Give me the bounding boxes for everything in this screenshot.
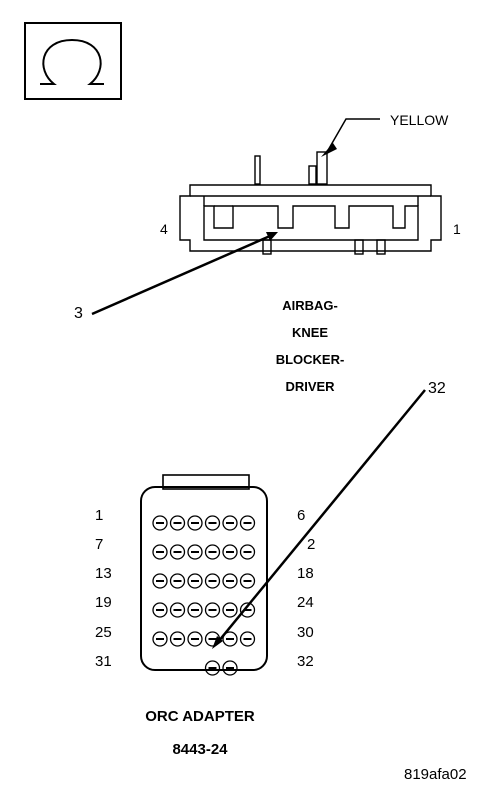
adapter-right-label-4: 24 <box>297 594 314 611</box>
adapter-pin <box>239 544 256 560</box>
adapter-part-number: 8443-24 <box>172 741 228 758</box>
adapter-pin <box>222 602 238 618</box>
airbag-connector-drawing <box>179 151 442 255</box>
adapter-pin <box>222 660 238 676</box>
callout-3-leader <box>91 232 278 316</box>
adapter-pin <box>187 515 203 531</box>
connector-name-line-1: AIRBAG- <box>282 298 338 313</box>
figure-id: 819afa02 <box>404 766 467 783</box>
callout-32-leader <box>212 389 426 649</box>
ohm-icon <box>24 22 122 100</box>
adapter-pin <box>239 602 256 618</box>
adapter-pin <box>187 631 203 647</box>
adapter-pin <box>152 602 168 618</box>
adapter-name: ORC ADAPTER <box>145 708 255 725</box>
connector-pin-right-label: 1 <box>453 221 461 237</box>
connector-name-line-3: BLOCKER- <box>275 352 345 367</box>
adapter-pin <box>204 544 221 560</box>
adapter-pin <box>169 631 186 647</box>
adapter-right-label-2: 2 <box>307 536 316 553</box>
orc-adapter-drawing <box>140 474 268 676</box>
adapter-pin <box>152 515 168 531</box>
adapter-pin <box>169 515 186 531</box>
adapter-pin <box>204 660 221 676</box>
adapter-pin-grid <box>152 515 256 676</box>
adapter-pin <box>187 573 203 589</box>
adapter-left-label-6: 31 <box>95 653 112 670</box>
adapter-pin <box>204 515 221 531</box>
adapter-left-label-3: 13 <box>95 565 112 582</box>
adapter-pin <box>169 602 186 618</box>
adapter-pin <box>239 573 256 589</box>
adapter-pin <box>169 544 186 560</box>
adapter-pin <box>204 573 221 589</box>
adapter-pin <box>222 573 238 589</box>
connector-name-line-4: DRIVER <box>285 379 335 394</box>
callout-32-label: 32 <box>428 380 446 397</box>
adapter-pin <box>169 573 186 589</box>
adapter-right-label-5: 30 <box>297 624 314 641</box>
adapter-pin <box>187 602 203 618</box>
connector-name-line-2: KNEE <box>291 325 329 340</box>
adapter-left-label-1: 1 <box>95 507 104 524</box>
yellow-wire-leader <box>321 118 380 157</box>
adapter-left-label-4: 19 <box>95 594 112 611</box>
adapter-left-label-2: 7 <box>95 536 104 553</box>
adapter-pin <box>239 515 256 531</box>
callout-3-label: 3 <box>74 305 83 322</box>
adapter-left-label-5: 25 <box>95 624 112 641</box>
adapter-pin <box>204 602 221 618</box>
wire-color-label: YELLOW <box>390 112 449 128</box>
adapter-pin <box>222 544 238 560</box>
adapter-pin <box>222 515 238 531</box>
adapter-pin <box>152 573 168 589</box>
adapter-pin <box>152 631 168 647</box>
adapter-pin <box>239 631 256 647</box>
adapter-pin <box>222 631 238 647</box>
adapter-right-label-1: 6 <box>297 507 306 524</box>
adapter-pin <box>187 544 203 560</box>
adapter-pin <box>152 544 168 560</box>
adapter-right-label-6: 32 <box>297 653 314 670</box>
adapter-right-label-3: 18 <box>297 565 314 582</box>
connector-name: AIRBAG- KNEE BLOCKER- DRIVER <box>240 292 380 400</box>
connector-pin-left-label: 4 <box>160 221 168 237</box>
